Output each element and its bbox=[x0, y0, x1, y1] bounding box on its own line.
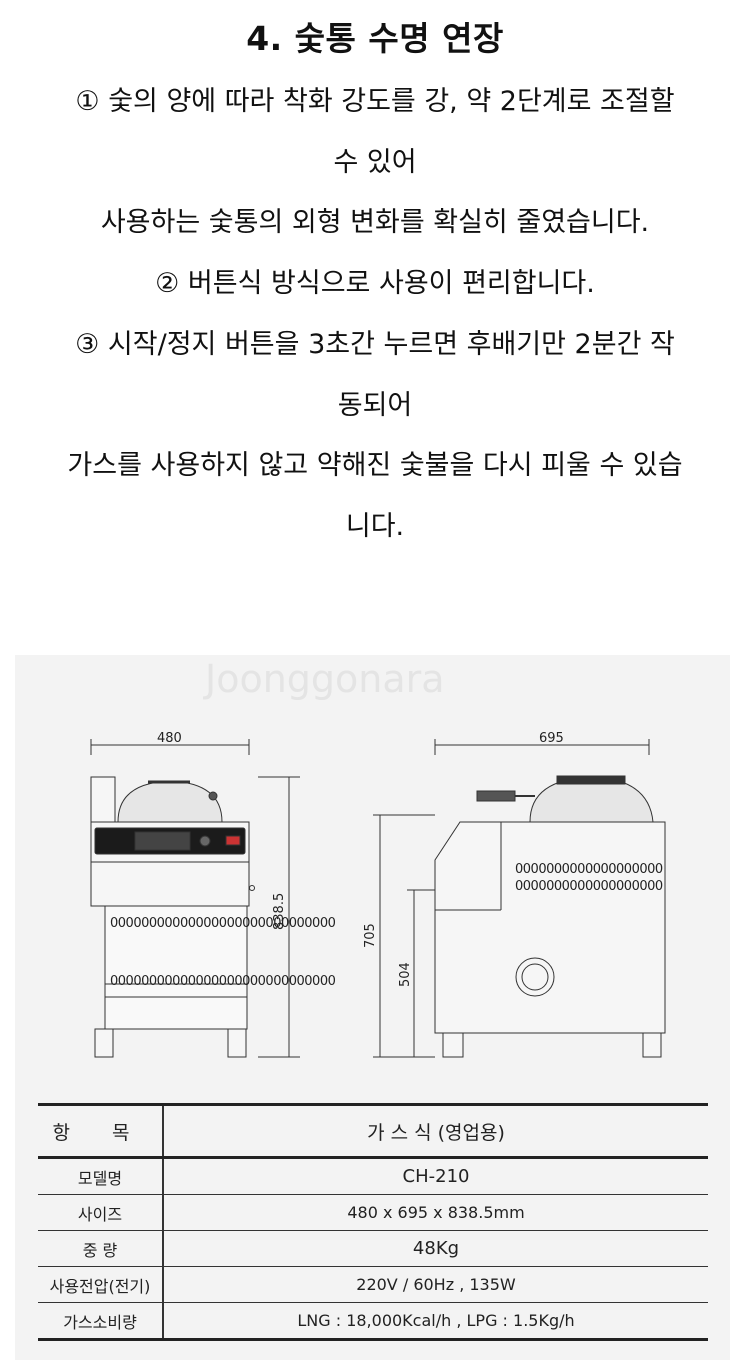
svg-text:0000000000000000000: 0000000000000000000 bbox=[515, 879, 663, 894]
spec-value: LNG : 18,000Kcal/h , LPG : 1.5Kg/h bbox=[163, 1302, 708, 1341]
description-line: ① 숯의 양에 따라 착화 강도를 강, 약 2단계로 조절할 bbox=[75, 86, 675, 117]
description-line: 동되어 bbox=[337, 390, 413, 421]
svg-text:00000000000000000000000000000: 00000000000000000000000000000 bbox=[110, 974, 336, 989]
spec-label: 모델명 bbox=[38, 1157, 164, 1195]
svg-text:0000000000000000000: 0000000000000000000 bbox=[515, 862, 663, 877]
front-width-label: 480 bbox=[157, 731, 182, 746]
front-height-label: 838.5 bbox=[272, 893, 287, 930]
spec-sheet-panel: Joonggonara bbox=[15, 655, 730, 1360]
spec-value: CH-210 bbox=[163, 1157, 708, 1195]
spec-table-header-row: 항 목 가 스 식 (영업용) bbox=[38, 1103, 708, 1159]
spec-label: 가스소비량 bbox=[38, 1302, 164, 1341]
spec-value: 220V / 60Hz , 135W bbox=[163, 1266, 708, 1303]
spec-value: 48Kg bbox=[163, 1230, 708, 1267]
spec-header-label: 항 목 bbox=[38, 1103, 164, 1159]
table-row: 사이즈 480 x 695 x 838.5mm bbox=[38, 1194, 708, 1231]
watermark: Joonggonara bbox=[203, 657, 445, 701]
section-heading: 4. 숯통 수명 연장 bbox=[246, 19, 504, 58]
spec-value: 480 x 695 x 838.5mm bbox=[163, 1194, 708, 1231]
table-row: 사용전압(전기) 220V / 60Hz , 135W bbox=[38, 1266, 708, 1303]
description-line: 니다. bbox=[345, 511, 405, 542]
side-table-height-label: 504 bbox=[398, 962, 413, 987]
svg-text:00000000000000000000000000000: 00000000000000000000000000000 bbox=[110, 916, 336, 931]
table-row: 모델명 CH-210 bbox=[38, 1157, 708, 1195]
description-line: 사용하는 숯통의 외형 변화를 확실히 줄였습니다. bbox=[100, 207, 650, 238]
description-line: ③ 시작/정지 버튼을 3초간 누르면 후배기만 2분간 작 bbox=[75, 329, 675, 360]
spec-label: 중 량 bbox=[38, 1230, 164, 1267]
table-row: 중 량 48Kg bbox=[38, 1230, 708, 1267]
spec-header-value: 가 스 식 (영업용) bbox=[163, 1103, 708, 1159]
description-line: 가스를 사용하지 않고 약해진 숯불을 다시 피울 수 있습 bbox=[67, 450, 683, 481]
side-height-label: 705 bbox=[363, 923, 378, 948]
spec-table: 항 목 가 스 식 (영업용) 모델명 CH-210 사이즈 480 x 695… bbox=[38, 1103, 708, 1341]
spec-label: 사이즈 bbox=[38, 1194, 164, 1231]
description-line: ② 버튼식 방식으로 사용이 편리합니다. bbox=[155, 268, 595, 299]
description-line: 수 있어 bbox=[333, 147, 417, 178]
side-width-label: 695 bbox=[539, 731, 564, 746]
spec-label: 사용전압(전기) bbox=[38, 1266, 164, 1303]
technical-drawing: Joonggonara bbox=[90, 657, 666, 1058]
table-row: 가스소비량 LNG : 18,000Kcal/h , LPG : 1.5Kg/h bbox=[38, 1302, 708, 1341]
